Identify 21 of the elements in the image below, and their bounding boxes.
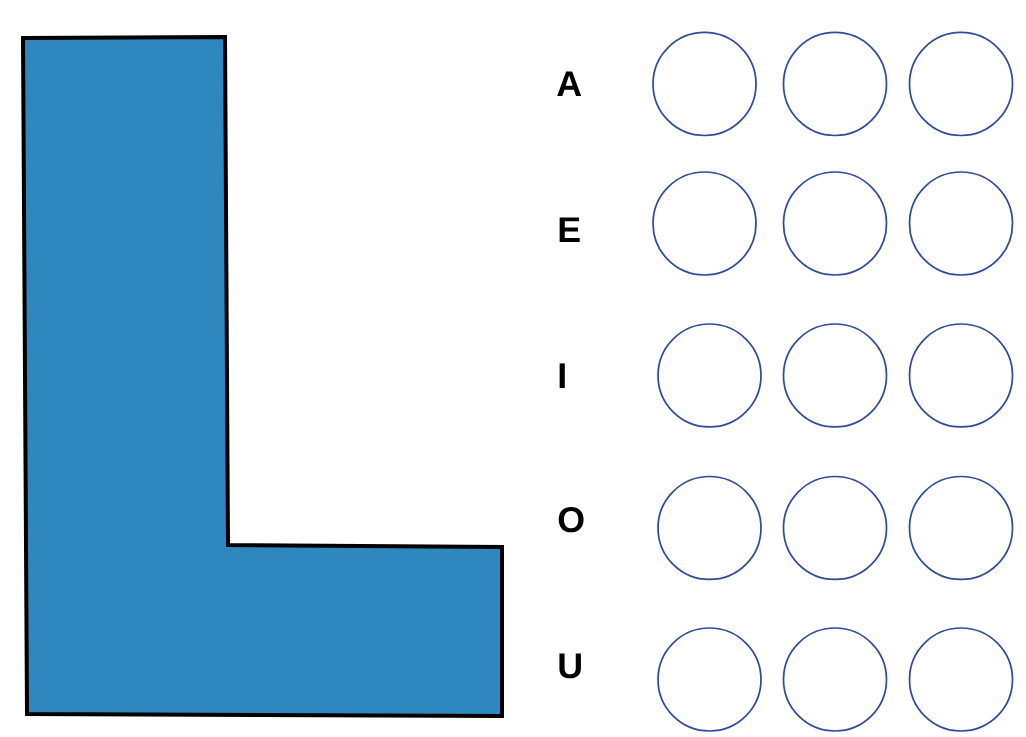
answer-circle (657, 475, 762, 581)
answer-circle (908, 31, 1014, 137)
answer-circle (652, 31, 757, 137)
vowel-letter: A (557, 71, 582, 96)
answer-circle (908, 323, 1014, 428)
answer-circle (782, 323, 888, 428)
answer-circle (657, 323, 762, 428)
answer-circle (657, 627, 762, 732)
answer-circle (908, 627, 1014, 732)
answer-circle (782, 31, 888, 137)
answer-circle (908, 171, 1014, 276)
vowel-letter: E (559, 217, 580, 242)
l-shape (21, 35, 504, 718)
vowel-letter: I (559, 363, 565, 388)
answer-circle (652, 171, 757, 276)
answer-circle (782, 627, 888, 732)
answer-circle (908, 475, 1014, 581)
vowel-letter: O (558, 507, 584, 533)
answer-circle (782, 475, 888, 581)
answer-circle (782, 171, 888, 276)
vowel-letter: U (559, 653, 581, 679)
